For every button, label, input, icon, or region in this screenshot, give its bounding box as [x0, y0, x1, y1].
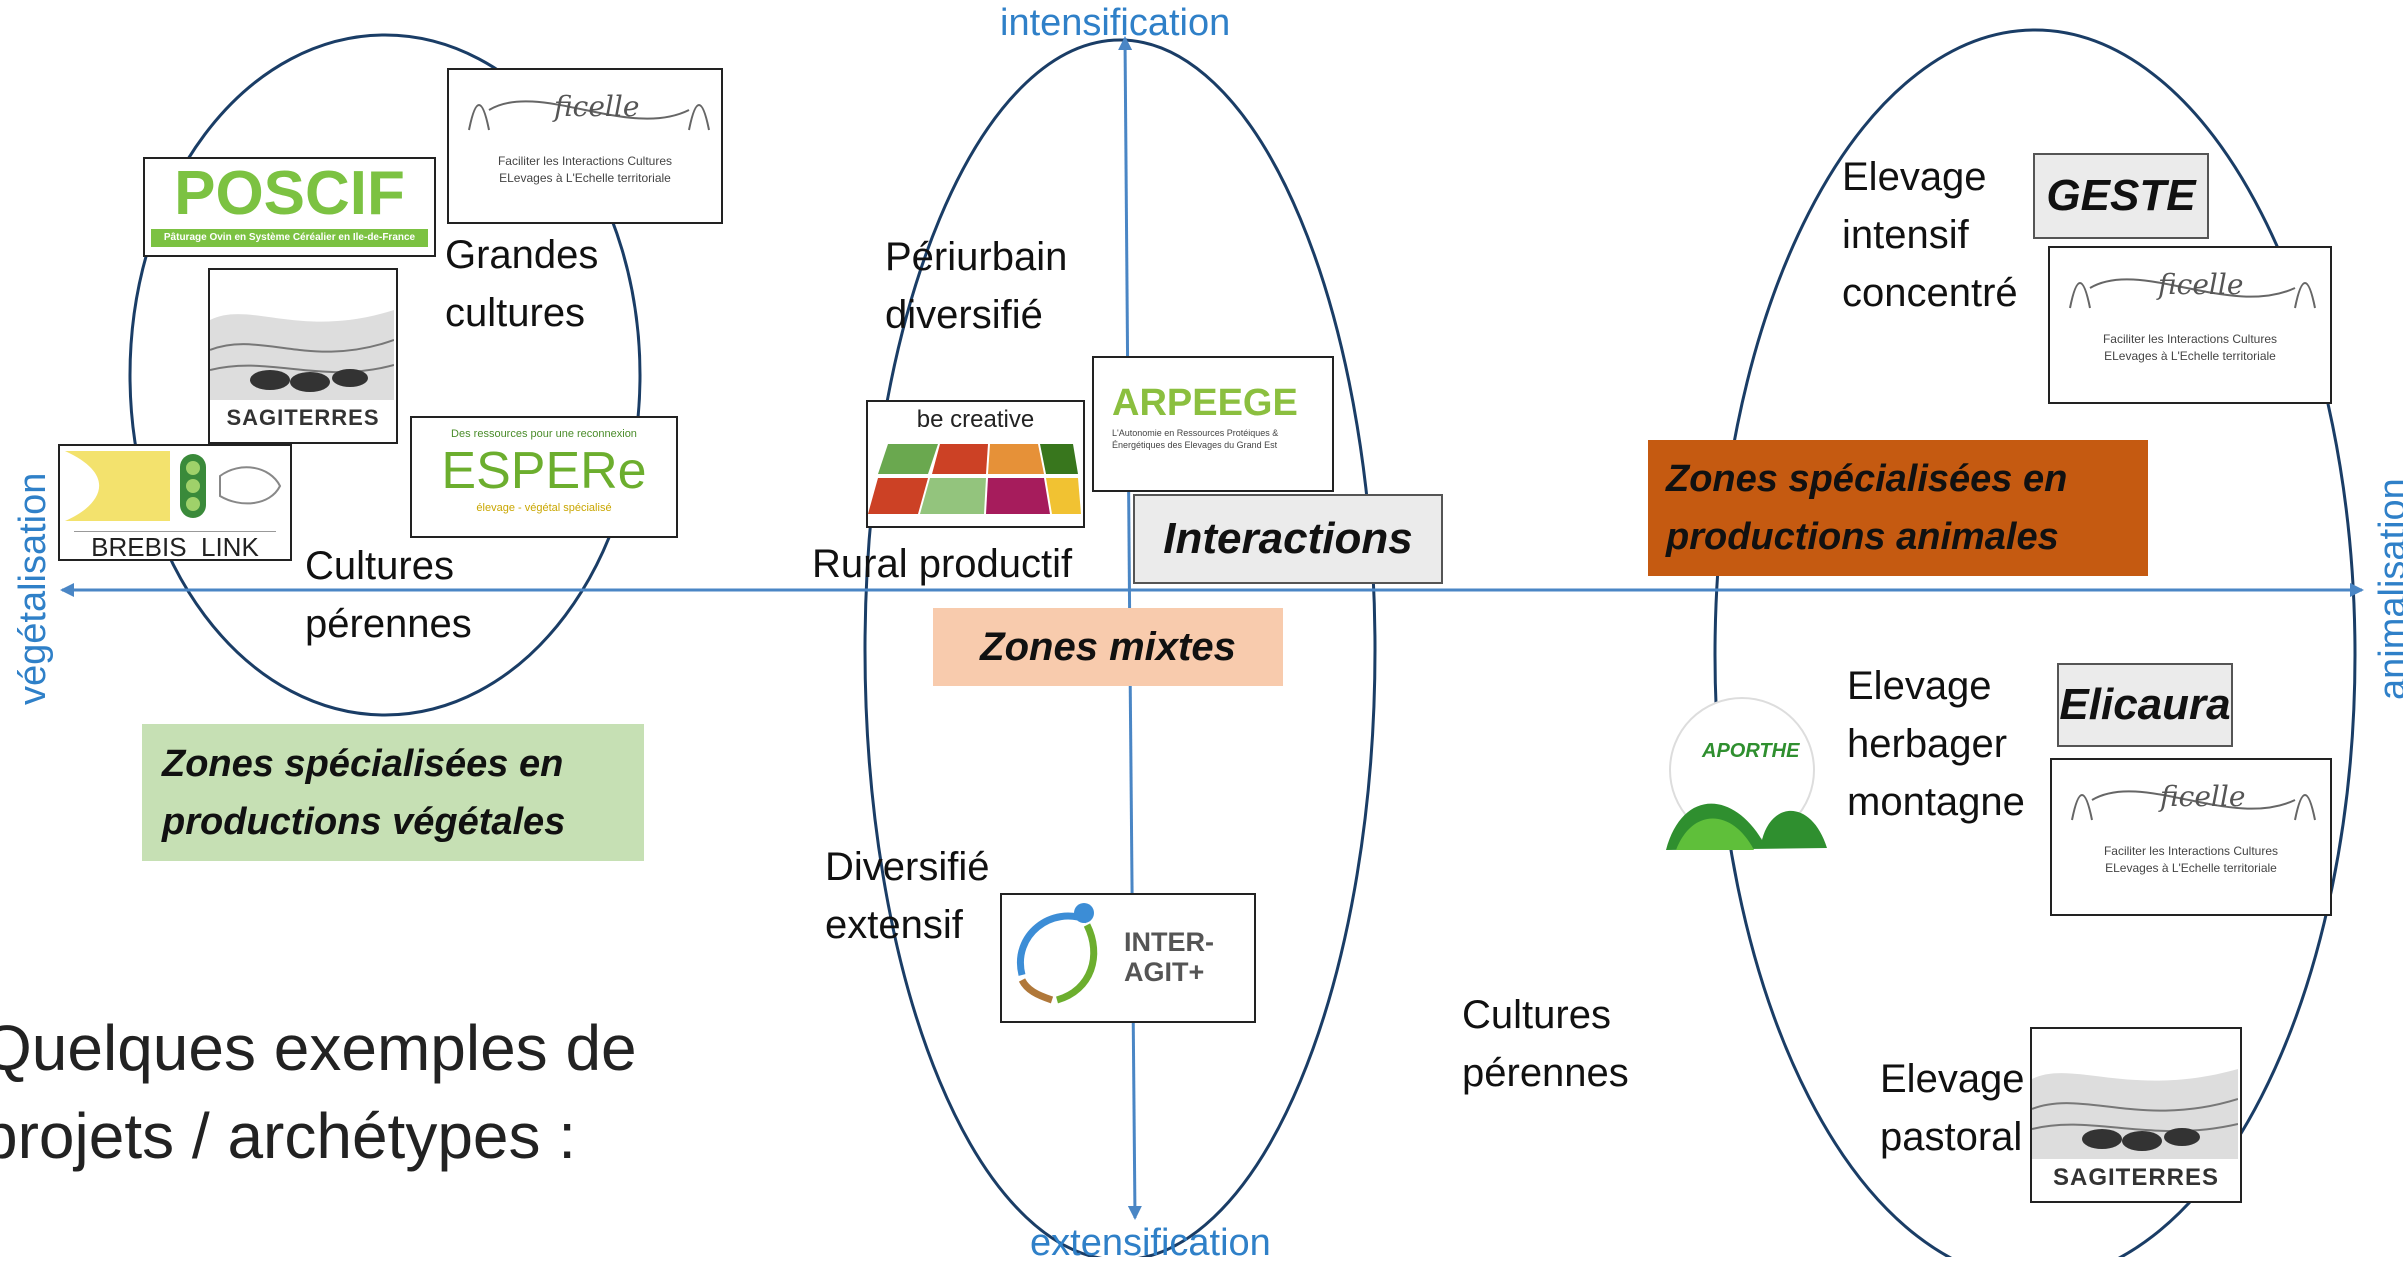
vertical-axis-top-arrow [1118, 36, 1133, 661]
zone-mixtes-box: Zones mixtes [933, 608, 1283, 686]
poscif-subtitle: Pâturage Ovin en Système Céréalier en Il… [151, 229, 428, 247]
ficelle-3-subtitle: Faciliter les Interactions Cultures ELev… [2103, 844, 2279, 875]
project-interactions: Interactions [1133, 494, 1443, 584]
zone-animales-box: Zones spécialisées en productions animal… [1648, 440, 2148, 576]
axis-label-bottom: extensification [1030, 1222, 1271, 1264]
axis-label-top: intensification [1000, 2, 1231, 44]
logo-ficelle-1: ficelle Faciliter les Interactions Cultu… [447, 68, 723, 224]
label-periurbain: Périurbain diversifié [885, 235, 1068, 337]
ficelle-1-subtitle: Faciliter les Interactions Cultures ELev… [497, 154, 673, 185]
arpeege-title: ARPEEGE [1112, 382, 1298, 424]
logo-sagiterres-1: SAGITERRES [208, 268, 398, 444]
logo-espere: Des ressources pour une reconnexion ESPE… [410, 416, 678, 538]
axis-label-right: animalisation [2372, 478, 2403, 700]
label-cultures-perennes-center: Cultures pérennes [1462, 993, 1629, 1095]
ellipse-animal [1713, 28, 2357, 1257]
ficelle-farmers-icon [468, 100, 710, 131]
logo-aporthe: APORTHE [1662, 690, 1830, 860]
logo-ficelle-2: ficelle Faciliter les Interactions Cultu… [2048, 246, 2332, 404]
label-cultures-perennes-left: Cultures pérennes [305, 544, 472, 646]
brebis-link-title: BREBIS_LINK [74, 531, 276, 559]
be-creative-title: be creative [916, 406, 1035, 433]
inter-agit-cycle-icon [1017, 903, 1098, 1004]
logo-sagiterres-2: SAGITERRES [2030, 1027, 2242, 1203]
logo-arpeege: ARPEEGE L'Autonomie en Ressources Protéi… [1092, 356, 1334, 492]
brebis-link-icon [65, 451, 282, 521]
zone-vegetales-text: Zones spécialisées en productions végéta… [162, 742, 566, 843]
label-diversifie-extensif: Diversifié extensif [825, 845, 990, 947]
project-elicaura: Elicaura [2057, 663, 2233, 747]
zone-vegetales-box: Zones spécialisées en productions végéta… [142, 724, 644, 861]
poscif-title: POSCIF [174, 159, 405, 228]
espere-title: ESPERe [441, 442, 647, 500]
sagiterres-1-title: SAGITERRES [226, 405, 380, 430]
zone-mixtes-text: Zones mixtes [980, 624, 1236, 669]
logo-brebis-link: BREBIS_LINK [58, 444, 292, 561]
be-creative-fields-icon [868, 444, 1081, 514]
ficelle-2-subtitle: Faciliter les Interactions Cultures ELev… [2102, 332, 2278, 363]
logo-poscif: POSCIF Pâturage Ovin en Système Céréalie… [143, 157, 436, 257]
ficelle-farmers-icon [2071, 790, 2316, 821]
label-grandes-cultures: Grandes cultures [445, 233, 599, 335]
espere-bottom: élevage - végétal spécialisé [476, 502, 612, 514]
inter-agit-title: INTER- AGIT+ [1124, 927, 1214, 987]
caption-examples: Quelques exemples de projets / archétype… [0, 1012, 637, 1172]
aporthe-hills-icon [1666, 697, 1827, 850]
logo-ficelle-3: ficelle Faciliter les Interactions Cultu… [2050, 758, 2332, 916]
ellipse-vegetal [128, 33, 642, 717]
ficelle-1-title: ficelle [554, 90, 640, 123]
sagiterres-2-title: SAGITERRES [2052, 1164, 2220, 1191]
sagiterres-landscape-icon [210, 310, 395, 400]
logo-inter-agit: INTER- AGIT+ [1000, 893, 1256, 1023]
sagiterres-landscape-icon [2032, 1069, 2239, 1159]
ficelle-3-title: ficelle [2160, 780, 2246, 813]
aporthe-title: APORTHE [1702, 740, 1800, 762]
espere-top: Des ressources pour une reconnexion [451, 428, 637, 440]
project-geste: GESTE [2033, 153, 2209, 239]
label-rural-productif: Rural productif [812, 542, 1073, 586]
label-elevage-pastoral: Elevage pastoral [1880, 1057, 2025, 1159]
label-elevage-intensif: Elevage intensif concentré [1842, 155, 2018, 315]
zone-animales-text: Zones spécialisées en productions animal… [1666, 458, 2068, 558]
arpeege-subtitle: L'Autonomie en Ressources Protéiques & É… [1112, 428, 1279, 450]
ficelle-farmers-icon [2069, 278, 2316, 309]
label-elevage-herbager: Elevage herbager montagne [1847, 664, 2025, 824]
axis-label-left: végétalisation [12, 472, 54, 705]
logo-be-creative: be creative [866, 400, 1085, 528]
ficelle-2-title: ficelle [2158, 268, 2244, 301]
